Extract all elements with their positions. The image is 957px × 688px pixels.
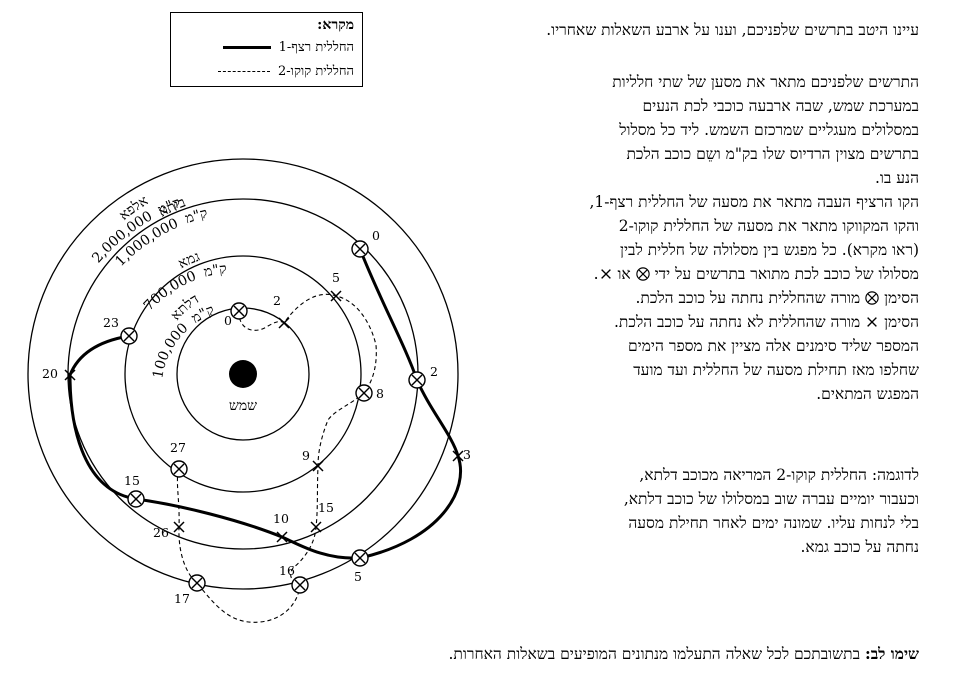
beta-unit: ק"מ xyxy=(183,205,209,227)
day-label-s3: 3 xyxy=(463,447,471,462)
gamma-unit: ק"מ xyxy=(202,261,227,281)
desc-line-10b: מורה שהחללית נחתה על כוכב הלכת. xyxy=(635,289,861,307)
day-label-d15: 15 xyxy=(318,500,334,515)
landing-symbol-inline-icon xyxy=(635,267,650,281)
sun-label: שמש xyxy=(229,398,257,414)
desc-line-9a: מסלולו של כוכב לכת מתואר בתרשים על ידי xyxy=(654,265,919,283)
landing-symbol-d17 xyxy=(188,574,206,592)
example-line-2: וכעבור יומיים עברה שוב במסלולו של כוכב ד… xyxy=(623,490,919,508)
attention-note: שימו לב: בתשובתכם לכל שאלה התעלמו מנתוני… xyxy=(19,644,920,664)
legend-title: מקרא: xyxy=(317,17,354,33)
desc-line-3: במסלולים מעגליים שמרכזם השמש. ליד כל מסל… xyxy=(619,121,919,139)
desc-line-7: והקו המקווקו מתאר את מסעה של החללית קוקו… xyxy=(618,217,919,235)
desc-line-9: מסלולו של כוכב לכת מתואר בתרשים על ידי א… xyxy=(593,265,919,283)
desc-line-8: (ראו מקרא). כל מפגש בין מסלולה של חללית … xyxy=(620,241,919,259)
landing-symbol-s5 xyxy=(351,549,369,567)
example-line-1: לדוגמה: החללית קוקו-2 המריאה מכוכב דלתא, xyxy=(639,466,919,484)
landing-symbol-d0 xyxy=(230,302,248,320)
day-label-s0: 0 xyxy=(372,228,380,243)
orbit-alpha xyxy=(27,158,459,590)
landing-symbol-s2 xyxy=(408,371,426,389)
description-paragraph: התרשים שלפניכם מתאר את מסען של שתי חלליו… xyxy=(429,70,919,406)
day-label-d0: 0 xyxy=(224,313,232,328)
day-labels: 0 2 3 5 10 15 20 23 0 2 5 8 9 15 16 17 2… xyxy=(42,228,471,606)
intro-line: עיינו היטב בתרשים שלפניכם, וענו על ארבע … xyxy=(546,21,919,39)
legend-dashed-label: החללית קוקו-2 xyxy=(277,64,354,79)
desc-line-4: בתרשים מצוין הרדיוס שלו בק"מ ושֵם כוכב ה… xyxy=(626,145,919,163)
example-line-4: נחתה על כוכב גמא. xyxy=(800,538,919,556)
pass-symbol-d2 xyxy=(278,317,290,329)
legend-row-dashed: החללית קוקו-2 xyxy=(217,63,354,79)
day-label-d2: 2 xyxy=(273,293,281,308)
pass-symbol-inline-icon-2 xyxy=(867,317,877,327)
desc-line-12: המספר שליד סימנים אלה מציין את מספר הימי… xyxy=(628,337,919,355)
landing-symbol-d27 xyxy=(170,460,188,478)
day-label-d17: 17 xyxy=(174,591,190,606)
day-label-d16: 16 xyxy=(279,563,295,578)
gamma-name: גמא xyxy=(176,249,203,272)
pass-symbol-d9 xyxy=(312,460,324,472)
solid-line-swatch xyxy=(222,45,271,49)
desc-line-10: הסימן מורה שהחללית נחתה על כוכב הלכת. xyxy=(429,286,919,310)
landing-symbol-s15 xyxy=(127,490,145,508)
desc-line-5: הנע בו. xyxy=(874,169,919,187)
example-line-3: בלי לנחות עליו. שמונה ימים לאחר תחילת מס… xyxy=(628,514,919,532)
pass-symbol-inline-icon xyxy=(600,269,611,279)
desc-line-13: שחלפו מאז תחילת מסעה של החללית ועד מועד xyxy=(633,361,919,379)
desc-line-1: התרשים שלפניכם מתאר את מסען של שתי חלליו… xyxy=(612,73,919,91)
day-label-d9: 9 xyxy=(302,448,310,463)
note-bold: שימו לב: xyxy=(864,644,919,663)
day-label-s2: 2 xyxy=(430,364,438,379)
orbit-label-gamma: גמא xyxy=(176,249,203,272)
intro-text: עיינו היטב בתרשים שלפניכם, וענו על ארבע … xyxy=(429,18,919,42)
desc-line-2: במערכת שמש, שבה ארבעה כוכבי לכת הנעים xyxy=(642,97,919,115)
legend-solid-label: החללית רצף-1 xyxy=(278,40,354,55)
desc-line-11: הסימן מורה שהחללית לא נחתה על כוכב הלכת. xyxy=(429,310,919,334)
example-paragraph: לדוגמה: החללית קוקו-2 המריאה מכוכב דלתא,… xyxy=(429,463,919,559)
pass-symbol-d26 xyxy=(173,521,185,533)
pass-symbol-d5 xyxy=(330,290,342,302)
day-label-d8: 8 xyxy=(376,386,384,401)
landing-symbol-s23 xyxy=(120,327,138,345)
day-label-d26: 26 xyxy=(153,525,169,540)
legend-row-solid: החללית רצף-1 xyxy=(222,39,354,55)
desc-line-11b: מורה שהחללית לא נחתה על כוכב הלכת. xyxy=(613,313,861,331)
landing-symbol-d16 xyxy=(291,576,309,594)
ship-dashed-path xyxy=(176,293,377,623)
desc-line-10a: הסימן xyxy=(884,289,919,307)
day-label-s20: 20 xyxy=(42,366,58,381)
day-label-d27: 27 xyxy=(170,440,186,455)
day-label-s23: 23 xyxy=(103,315,119,330)
orbit-label-gamma-path: גמא xyxy=(176,249,203,272)
day-label-s15: 15 xyxy=(124,473,140,488)
pass-symbol-d15 xyxy=(310,521,322,533)
orbit-gamma xyxy=(124,255,362,493)
desc-line-14: המפגש המתאים. xyxy=(816,385,919,403)
landing-symbol-s0 xyxy=(351,240,369,258)
day-label-s10: 10 xyxy=(273,511,289,526)
legend: מקרא: החללית רצף-1 החללית קוקו-2 xyxy=(170,12,363,87)
ship-solid-path xyxy=(68,248,463,560)
landing-symbol-inline-icon-2 xyxy=(865,291,879,305)
day-label-d5: 5 xyxy=(332,270,340,285)
landing-symbol-d8 xyxy=(355,384,373,402)
note-text: בתשובתכם לכל שאלה התעלמו מנתונים המופיעי… xyxy=(448,645,865,663)
desc-line-6: הקו הרציף העבה מתאר את מסעה של החללית רצ… xyxy=(589,193,919,211)
desc-line-11a: הסימן xyxy=(884,313,919,331)
delta-radius: 100,000 xyxy=(150,320,191,380)
day-label-s5: 5 xyxy=(354,569,362,584)
desc-line-9b: או xyxy=(617,265,631,283)
sun xyxy=(229,360,257,388)
dashed-line-swatch xyxy=(217,70,270,72)
